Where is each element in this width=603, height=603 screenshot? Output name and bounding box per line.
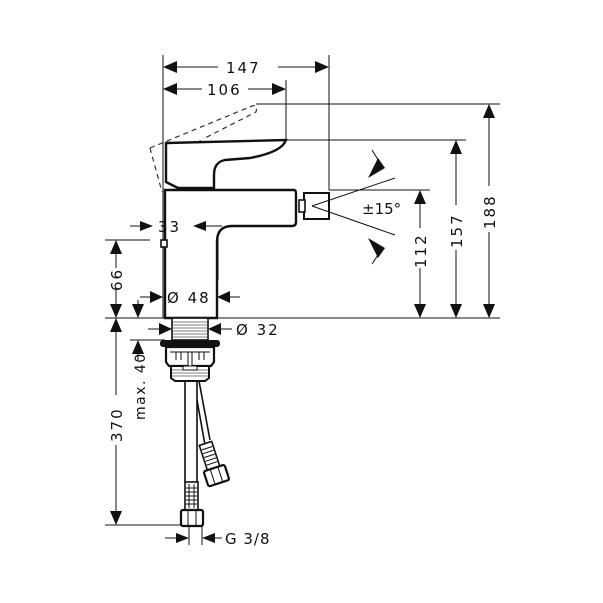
threaded-shank bbox=[171, 317, 209, 341]
faucet-handle bbox=[164, 138, 288, 190]
dimension-diameter-32: Ø 32 bbox=[148, 321, 280, 339]
dim-370-label: 370 bbox=[108, 407, 126, 442]
dim-diameter-48-label: Ø 48 bbox=[167, 289, 211, 307]
dimension-157: 157 bbox=[448, 140, 466, 318]
hose-fitting-angled bbox=[198, 440, 230, 488]
dim-147-label: 147 bbox=[226, 59, 261, 77]
dim-66-label: 66 bbox=[108, 268, 126, 291]
dimension-66: 66 bbox=[108, 240, 126, 318]
dim-diameter-32-label: Ø 32 bbox=[236, 321, 280, 339]
bidet-nozzle bbox=[298, 192, 330, 220]
dimension-diameter-48: Ø 48 bbox=[140, 289, 240, 307]
dimension-188: 188 bbox=[481, 104, 499, 318]
dim-188-label: 188 bbox=[481, 194, 499, 229]
dimension-g38: G 3/8 bbox=[165, 530, 271, 548]
spray-angle-dimension: ±15° bbox=[311, 149, 401, 265]
dimension-147: 147 bbox=[163, 59, 329, 77]
angle-label: ±15° bbox=[362, 200, 401, 218]
dim-157-label: 157 bbox=[448, 213, 466, 248]
dim-106-label: 106 bbox=[207, 81, 242, 99]
dimension-112: 112 bbox=[412, 190, 430, 318]
dim-g38-label: G 3/8 bbox=[225, 530, 271, 548]
dim-33-label: 33 bbox=[158, 218, 181, 236]
hose-fitting-straight bbox=[179, 481, 205, 528]
dimension-370: 370 bbox=[108, 318, 126, 525]
supply-hoses bbox=[184, 380, 211, 482]
dimension-106: 106 bbox=[163, 81, 286, 99]
mounting-nut bbox=[160, 340, 220, 382]
dimension-max-40: max. 40 bbox=[132, 300, 149, 420]
dimension-33: 33 bbox=[130, 218, 222, 236]
faucet-body bbox=[160, 188, 298, 320]
dim-112-label: 112 bbox=[412, 233, 430, 268]
dim-max-40-label: max. 40 bbox=[133, 352, 149, 420]
